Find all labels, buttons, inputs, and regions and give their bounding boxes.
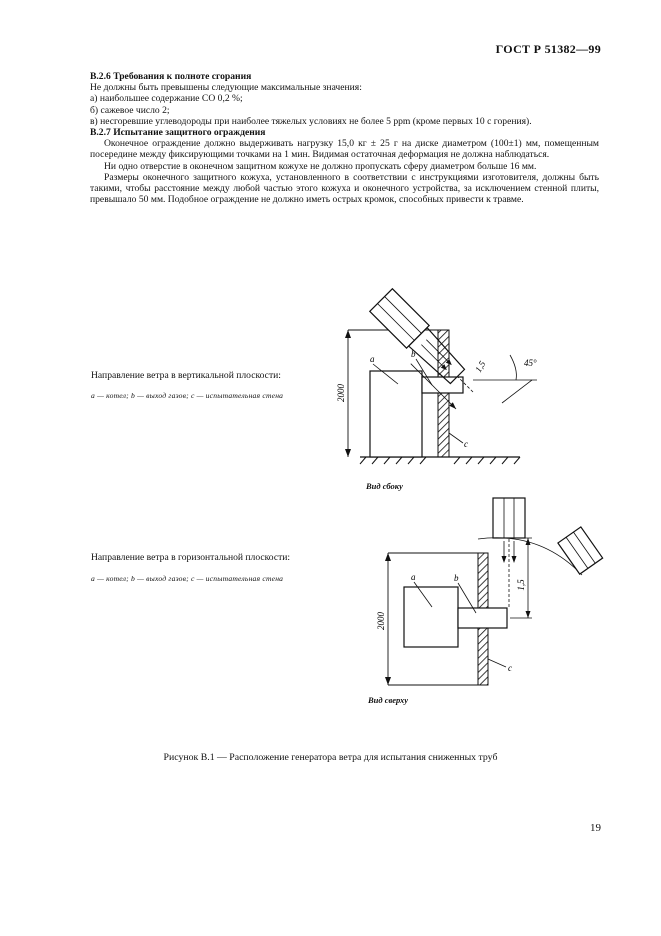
fig2-label-c: c	[508, 663, 512, 673]
body-text: В.2.6 Требования к полноте сгорания Не д…	[90, 71, 599, 205]
document-code: ГОСТ Р 51382—99	[495, 42, 601, 56]
fig2-dim-height: 2000	[376, 612, 386, 631]
fig1-label-b: b	[411, 349, 416, 359]
section-b26-item-a: а) наибольшее содержание СО 0,2 %;	[90, 93, 243, 105]
page-number: 19	[590, 822, 601, 834]
figure-horizontal-diagram: 2000 a b c 1,5	[376, 497, 604, 686]
fig1-label-c: c	[464, 439, 468, 449]
section-heading-b27: В.2.7 Испытание защитного ограждения	[90, 127, 266, 139]
fig1-dim-distance: 1,5	[473, 359, 488, 374]
figure-vertical-title: Направление ветра в вертикальной плоскос…	[91, 370, 281, 381]
fig2-label-b: b	[454, 573, 459, 583]
figure-caption: Рисунок В.1 — Расположение генератора ве…	[163, 752, 498, 763]
figure-horizontal-title: Направление ветра в горизонтальной плоск…	[91, 552, 291, 563]
section-b27-paragraph-1: Оконечное ограждение должно выдерживать …	[90, 138, 599, 161]
figure-vertical-view-label: Вид сбоку	[366, 481, 403, 491]
fig1-dim-height: 2000	[336, 384, 346, 403]
section-b26-intro: Не должны быть превышены следующие макси…	[90, 82, 362, 94]
fig2-dim-distance: 1,5	[516, 579, 526, 591]
fig1-angle: 45°	[524, 358, 537, 368]
section-heading-b26: В.2.6 Требования к полноте сгорания	[90, 71, 252, 82]
section-b27-paragraph-3: Размеры оконечного защитного кожуха, уст…	[90, 171, 599, 206]
figure-vertical-diagram: 2000 a b c 1,5 45°	[336, 287, 537, 465]
fig2-label-a: a	[411, 572, 416, 582]
section-b26-item-c: в) несгоревшие углеводороды при наиболее…	[90, 115, 532, 127]
section-b26-item-b: б) сажевое число 2;	[90, 104, 170, 116]
fig1-label-a: a	[370, 354, 375, 364]
figure-horizontal-legend: а — котел; b — выход газов; с — испытате…	[91, 574, 284, 583]
figure-horizontal-view-label: Вид сверху	[368, 695, 409, 705]
figure-vertical-legend: а — котел; b — выход газов; с — испытате…	[91, 391, 284, 400]
section-b27-paragraph-2: Ни одно отверстие в оконечном защитном к…	[104, 160, 537, 172]
